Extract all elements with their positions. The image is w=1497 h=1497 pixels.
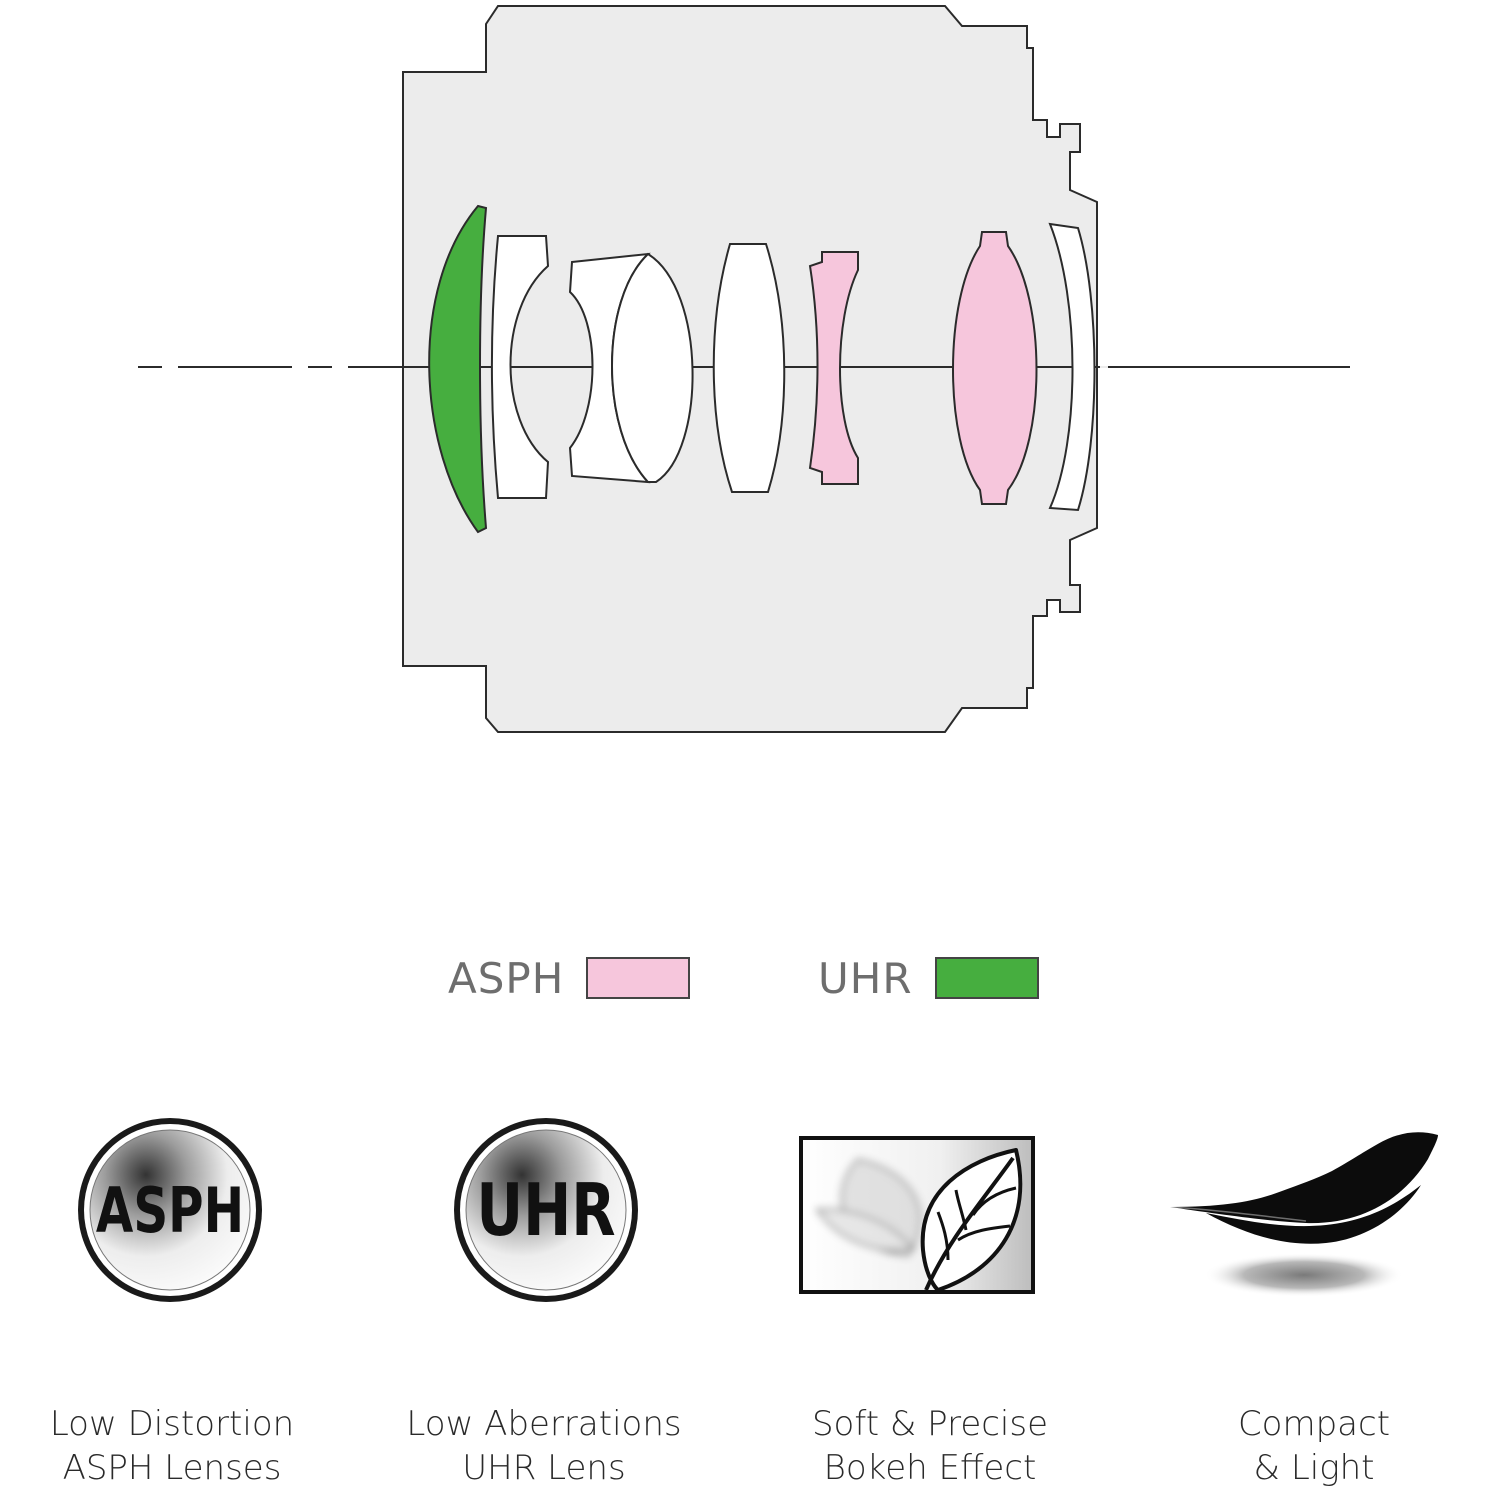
uhr-badge-text: UHR	[476, 1169, 615, 1253]
lens-cross-section-diagram	[138, 5, 1350, 733]
lens-element-5	[712, 243, 786, 493]
bokeh-leaf-icon	[798, 1130, 1038, 1298]
caption-line-2: & Light	[1253, 1448, 1375, 1488]
lens-element-uhr	[428, 204, 488, 534]
caption-line-1: Compact	[1237, 1404, 1391, 1444]
feature-caption-compact: Compact & Light	[1134, 1402, 1494, 1490]
caption-line-1: Soft & Precise	[811, 1404, 1049, 1444]
lens-element-8	[1048, 222, 1096, 512]
caption-line-2: Bokeh Effect	[823, 1448, 1037, 1488]
legend-uhr-swatch	[934, 957, 1039, 999]
feather-icon	[1166, 1125, 1446, 1305]
caption-line-1: Low Distortion	[49, 1404, 295, 1444]
lens-element-2	[491, 235, 550, 499]
caption-line-1: Low Aberrations	[406, 1404, 682, 1444]
legend-uhr: UHR	[818, 950, 1039, 1006]
feature-caption-bokeh: Soft & Precise Bokeh Effect	[750, 1402, 1110, 1490]
legend-asph-swatch	[586, 957, 691, 999]
lens-element-4	[611, 252, 694, 483]
caption-line-2: ASPH Lenses	[62, 1448, 282, 1488]
legend-asph-label: ASPH	[448, 953, 565, 1003]
feature-caption-uhr: Low Aberrations UHR Lens	[364, 1402, 724, 1490]
lens-element-asph-2	[952, 231, 1038, 505]
legend-uhr-label: UHR	[818, 953, 913, 1003]
uhr-badge-icon: UHR	[426, 1110, 666, 1310]
caption-line-2: UHR Lens	[462, 1448, 626, 1488]
feature-caption-asph: Low Distortion ASPH Lenses	[0, 1402, 352, 1490]
legend-asph: ASPH	[448, 950, 691, 1006]
asph-badge-icon: ASPH	[50, 1110, 290, 1310]
lens-element-asph-1	[808, 251, 859, 485]
asph-badge-text: ASPH	[96, 1175, 244, 1247]
